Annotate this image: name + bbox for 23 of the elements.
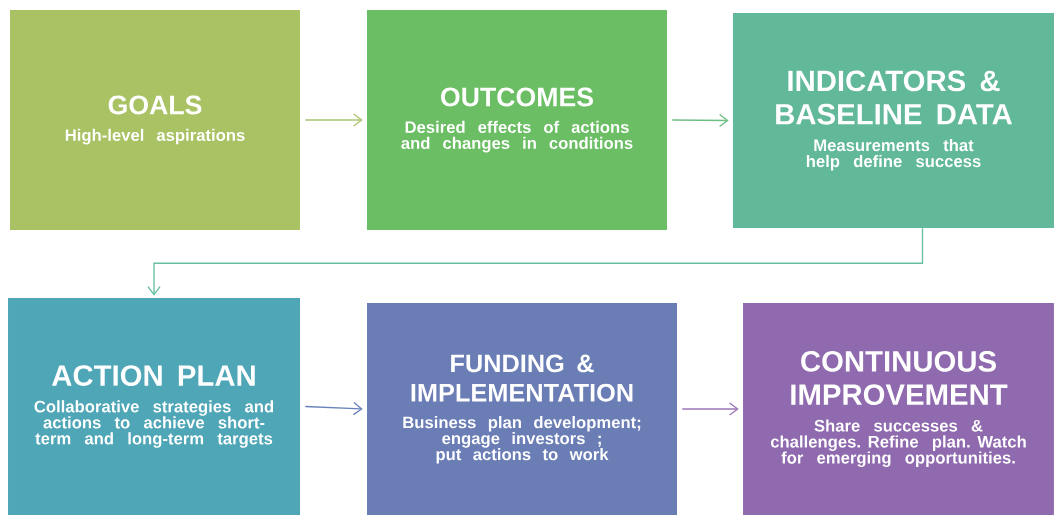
process-box	[367, 303, 677, 515]
box-heading: OUTCOMES	[441, 87, 593, 107]
box-heading: INDICATORS & BASELINE DATA	[776, 70, 1013, 125]
box-heading: GOALS	[108, 95, 202, 115]
process-box	[10, 10, 300, 230]
arrow	[681, 402, 739, 416]
box-description: Desired effects of actions and changes in conditions	[401, 120, 633, 153]
box-heading: FUNDING & IMPLEMENTATION	[411, 354, 633, 402]
arrow	[304, 113, 363, 127]
box-description: Business plan development; engage investors ; put actions to work	[403, 416, 641, 464]
box-description: Measurements that help define success	[806, 138, 981, 171]
process-box	[8, 297, 300, 515]
arrow	[671, 113, 729, 128]
box-description: High-level aspirations	[65, 128, 245, 145]
process-box	[367, 10, 667, 230]
process-box	[743, 303, 1054, 515]
box-heading: ACTION PLAN	[52, 365, 255, 386]
arrow	[304, 401, 363, 416]
box-description: Collaborative strategies and actions to achieve short-term and long-term targets	[34, 400, 274, 448]
box-description: Share successes & challenges. Refine plan. Watch for emerging opportunities.	[770, 419, 1026, 467]
arrow	[147, 227, 924, 296]
process-box	[732, 13, 1054, 228]
box-heading: CONTINUOUS IMPROVEMENT	[791, 351, 1008, 406]
